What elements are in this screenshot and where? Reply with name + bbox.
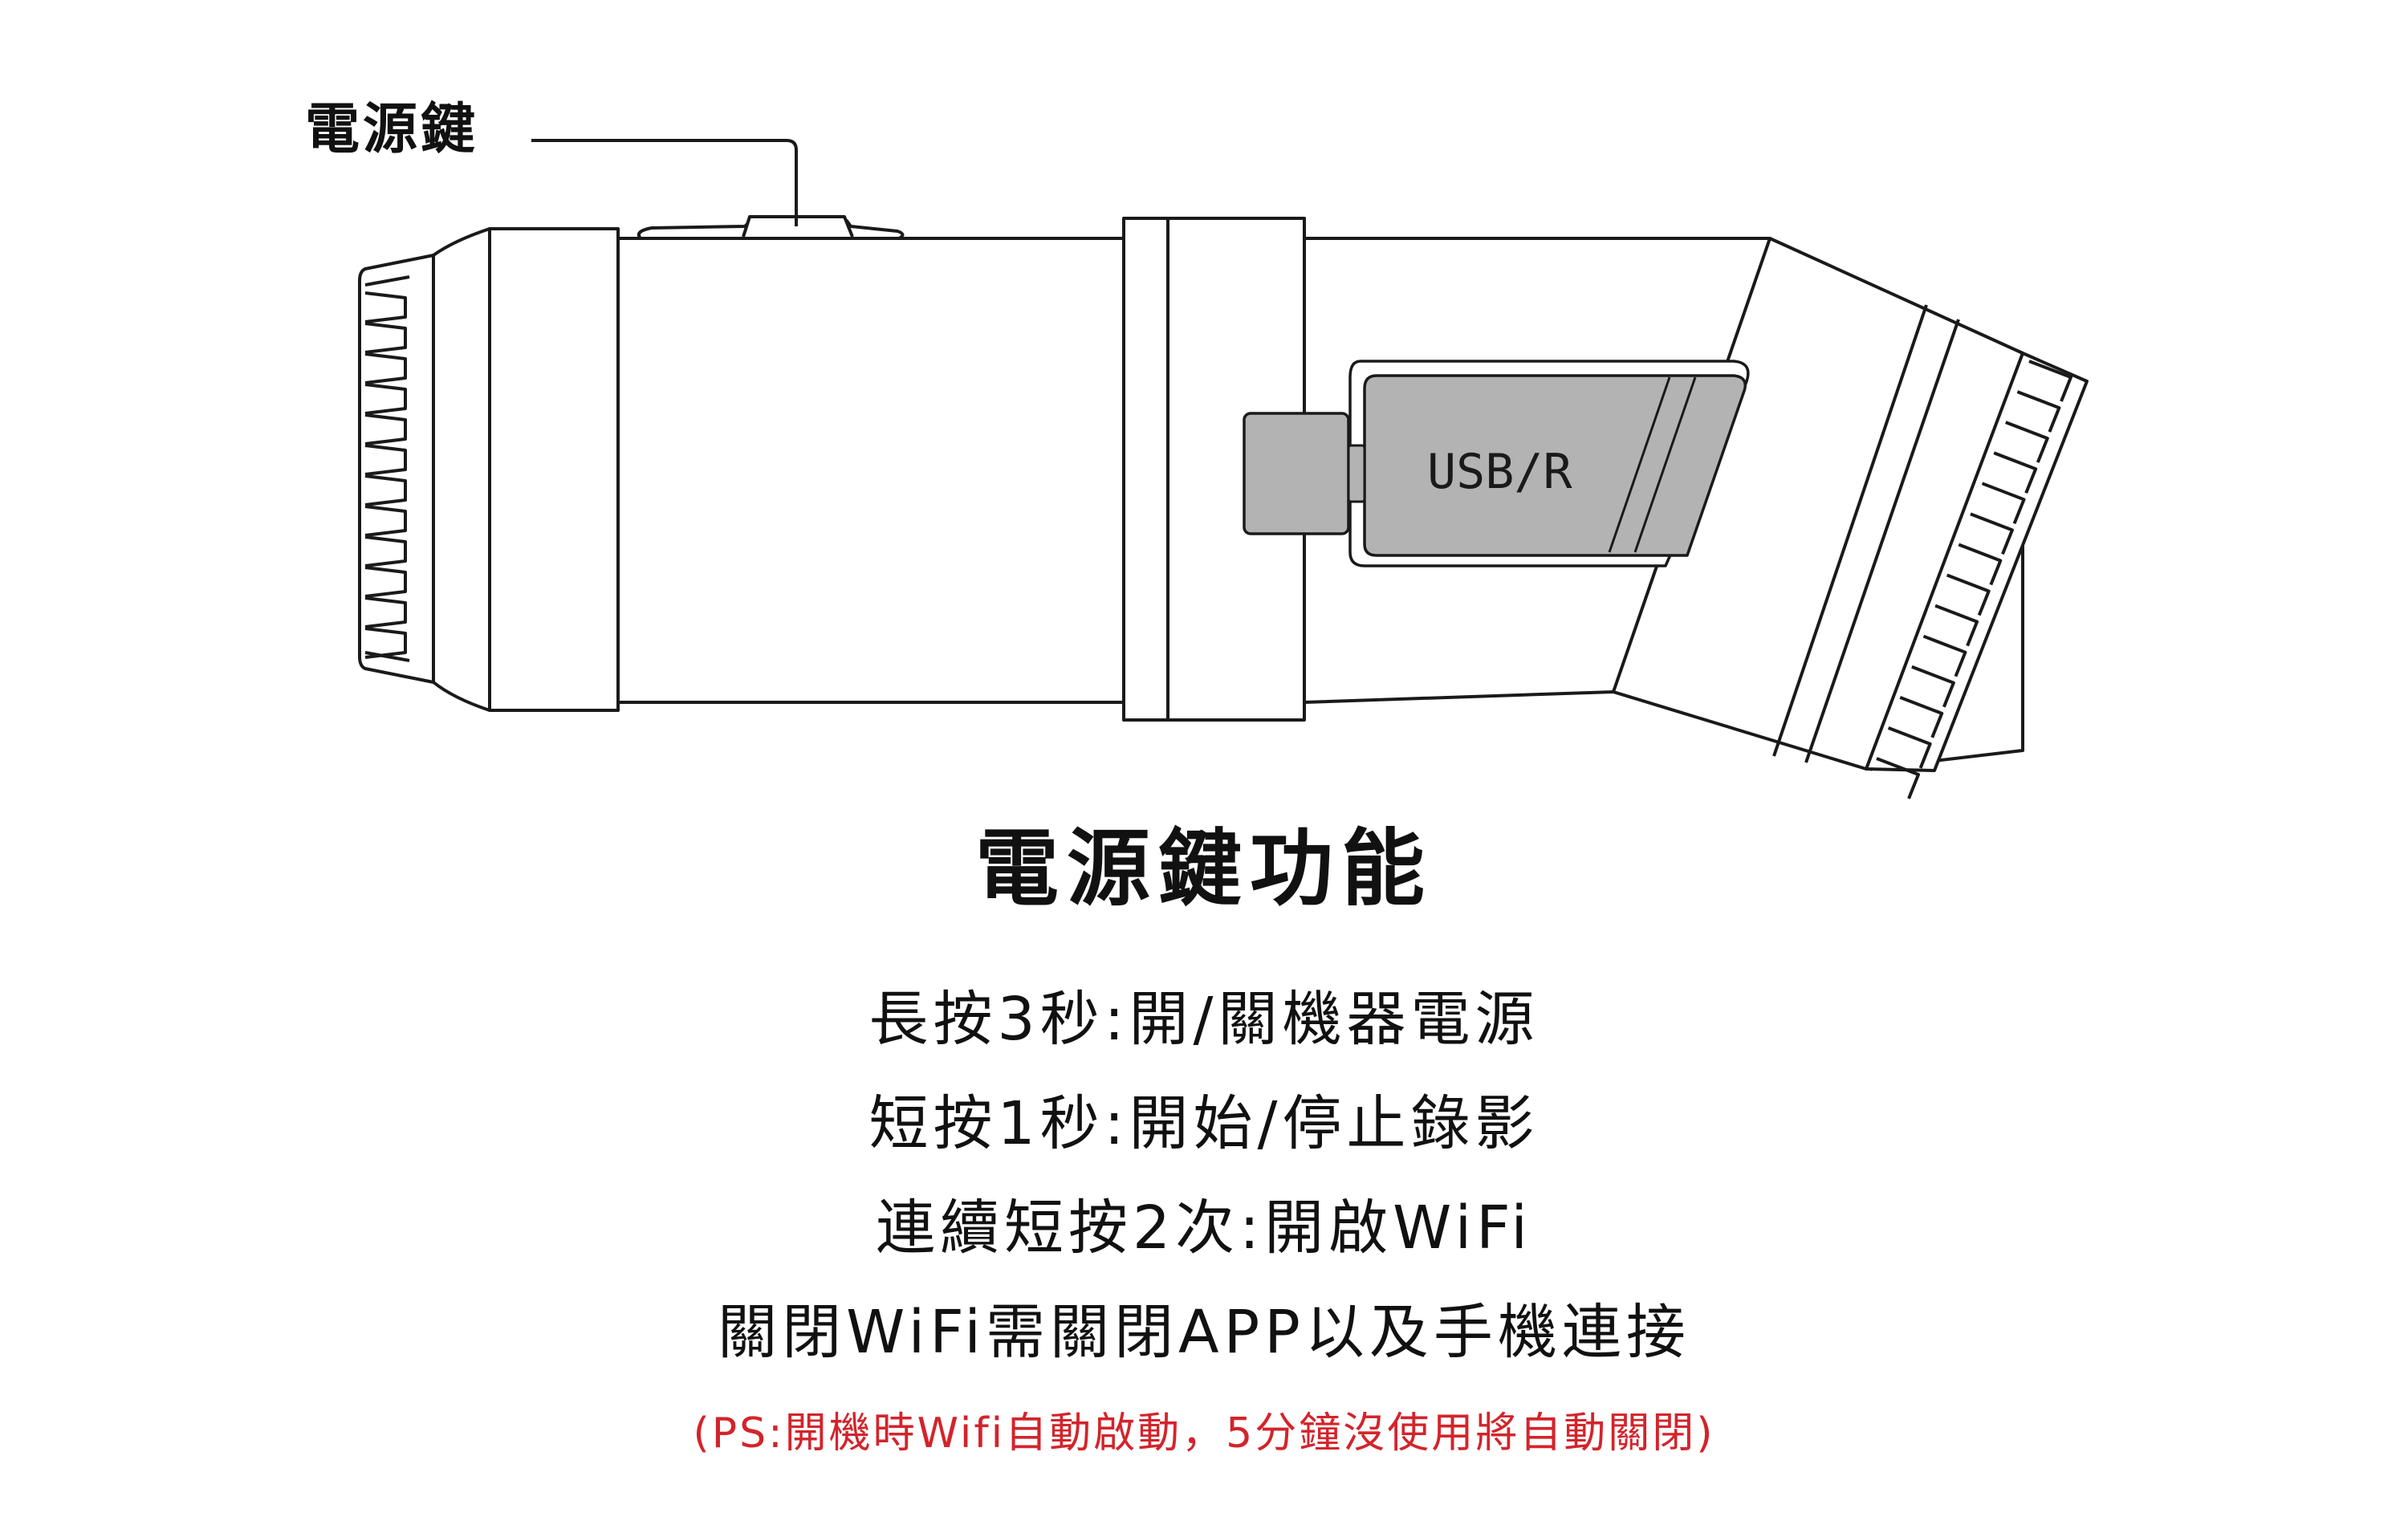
knurl-tooth [364,535,407,567]
knurl-tooth [2005,421,2049,463]
knurl-tooth [2028,360,2072,402]
main-body [616,230,1125,704]
instruction-item: 關閉WiFi需關閉APP以及手機連接 [718,1298,1690,1367]
knurl-tooth [364,413,407,445]
knurl-tooth [1993,451,2038,494]
knurl-tooth [364,444,407,476]
knurl-tooth [364,505,407,537]
front-lens-ring [1865,352,2089,799]
knurl-tooth [364,627,407,659]
page-title: 電源鍵功能 [974,819,1433,917]
knurl-tooth [364,322,407,354]
instruction-list: 長按3秒:開/關機器電源 短按1秒:開始/停止錄影 連續短按2次:開啟WiFi … [0,967,2408,1385]
rear-taper [432,227,491,712]
knurl-tooth [1922,634,1967,677]
knurl-tooth [364,352,407,384]
knurl-tooth [364,566,407,598]
knurl-tooth [1970,512,2014,555]
knurl-tooth [1876,757,1920,799]
knurl-tooth [364,596,407,628]
instruction-item: 連續短按2次:開啟WiFi [876,1194,1532,1263]
knurl-tooth [1899,695,1944,738]
knurl-tooth [1934,604,1979,647]
knurl-tooth [1958,543,2003,586]
knurl-tooth [364,291,407,323]
knurl-tooth [2016,390,2061,433]
port-label: USB/R [1427,444,1572,500]
rear-band [488,227,620,712]
rear-cap [358,254,435,684]
instruction-item: 短按1秒:開始/停止錄影 [868,1089,1540,1158]
callout-leader-line [531,139,798,226]
knurl-tooth [1911,665,1955,708]
knurl-tooth [364,474,407,506]
knurl-tooth [1946,573,1991,616]
instruction-item: 長按3秒:開/關機器電源 [868,985,1540,1054]
power-key-callout-label: 電源鍵 [305,98,479,161]
camera-diagram: USB/R [358,139,2089,799]
footnote: (PS:開機時Wifi自動啟動，5分鐘沒使用將自動關閉) [693,1409,1715,1458]
knurl-tooth [1887,726,1932,769]
knurl-tooth [364,383,407,415]
usb-port-cover [1243,360,1750,567]
knurl-tooth [1981,482,2026,525]
